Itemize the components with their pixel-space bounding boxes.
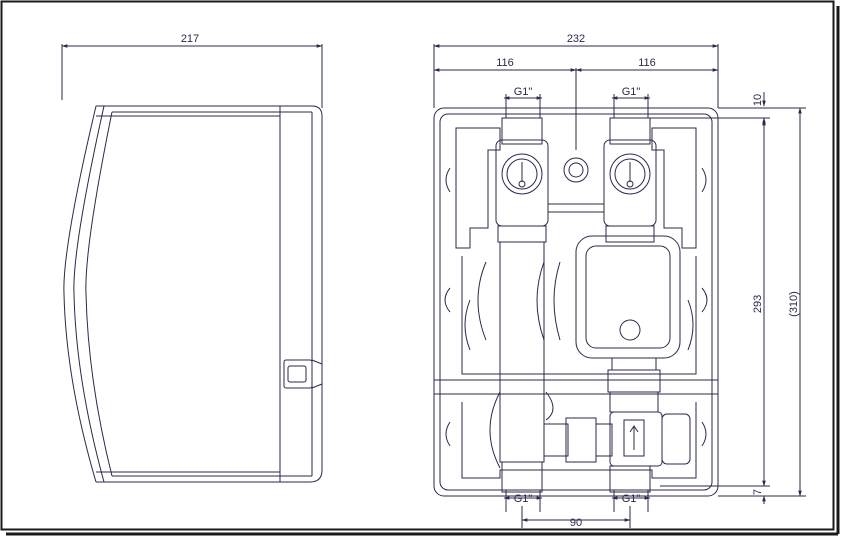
- thermometer-left: [501, 153, 543, 195]
- total-height-label: (310): [788, 291, 800, 317]
- port-label-bottom-left: G1": [514, 493, 533, 505]
- drawing-border: [0, 0, 835, 531]
- front-view: [433, 44, 806, 528]
- right-half-label: 116: [638, 57, 656, 69]
- port-label-bottom-right: G1": [622, 493, 641, 505]
- front-width-label: 232: [567, 33, 585, 45]
- bottom-offset-label: 7: [752, 489, 764, 495]
- side-view: [61, 44, 323, 483]
- port-label-top-right: G1": [622, 86, 641, 98]
- inner-height-label: 293: [752, 295, 764, 313]
- top-offset-label: 10: [752, 94, 764, 106]
- thermometer-right: [609, 153, 651, 195]
- left-half-label: 116: [496, 57, 514, 69]
- side-width-label: 217: [181, 33, 199, 45]
- port-label-top-left: G1": [514, 86, 533, 98]
- port-spacing-label: 90: [570, 517, 582, 529]
